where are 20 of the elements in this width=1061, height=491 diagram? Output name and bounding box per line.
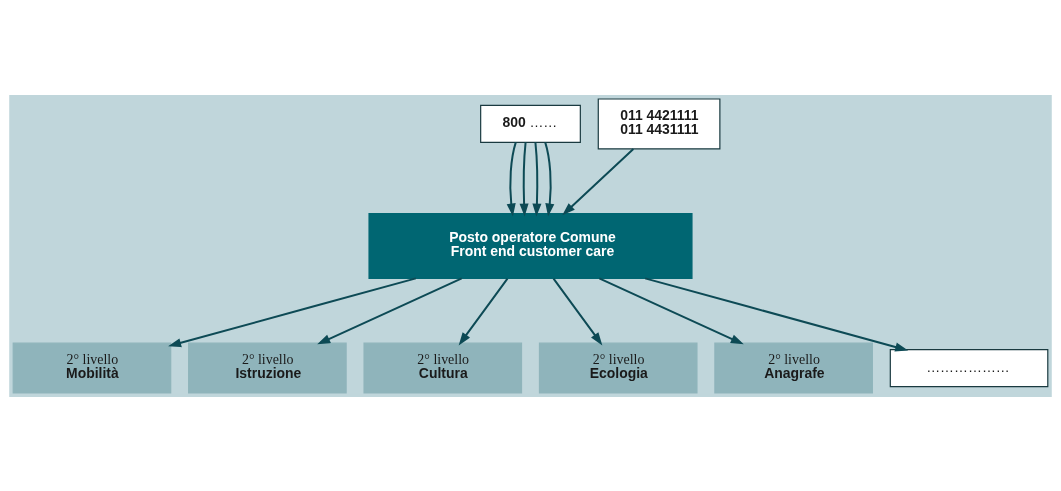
node-box: 2° livello Anagrafe: [714, 342, 873, 394]
arrow: [544, 140, 555, 217]
node-box: ………………: [889, 348, 1049, 387]
node-box: 011 4421111 011 4431111: [597, 97, 721, 149]
arrow: [506, 140, 517, 217]
arrow: [552, 277, 603, 345]
arrow: [317, 276, 463, 344]
node-box: 2° livello Cultura: [363, 342, 523, 394]
arrow: [562, 147, 635, 215]
node-box: 2° livello Istruzione: [188, 342, 347, 394]
arrow: [598, 276, 744, 344]
node-box: 2° livello Mobilità: [12, 342, 172, 394]
node-box: 2° livello Ecologia: [538, 342, 698, 394]
arrow: [168, 276, 417, 347]
arrow: [519, 140, 529, 217]
arrow: [458, 277, 509, 345]
arrow: [644, 276, 909, 351]
node-box: Posto operatore Comune Front end customer care: [368, 212, 693, 279]
arrow: [532, 140, 542, 217]
node-box: 800 ……: [480, 104, 581, 143]
